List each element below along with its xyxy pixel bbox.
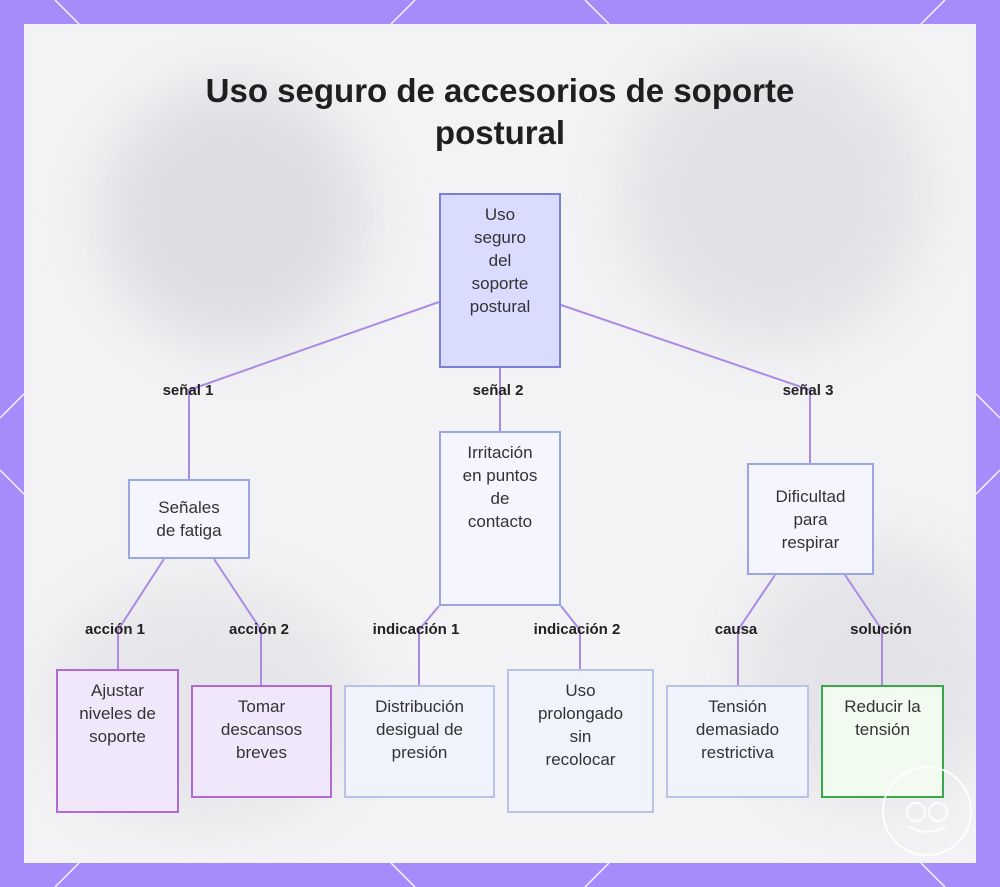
connector-fatigue-action-1: [117, 558, 165, 669]
node-short-breaks[interactable]: Tomar descansos breves: [191, 685, 332, 798]
node-line: Uso: [565, 681, 596, 700]
node-line: descansos: [220, 720, 303, 739]
root-node-line: del: [488, 251, 512, 270]
node-prolonged-use[interactable]: Uso prolongado sin recolocar: [507, 669, 654, 813]
edge-label-signal-2: señal 2: [472, 382, 524, 399]
node-line: Reducir la: [844, 697, 921, 716]
diagram-title: Uso seguro de accesorios de soporte post…: [0, 70, 1000, 154]
node-adjust-support-text: Ajustar niveles de soporte: [79, 679, 156, 748]
node-line: Dificultad: [775, 486, 846, 506]
node-breathing-difficulty[interactable]: Dificultad para respirar: [747, 463, 874, 575]
node-line: tensión: [855, 720, 910, 739]
node-uneven-pressure-text: Distribución desigual de presión: [375, 695, 464, 764]
node-excessive-tension-text: Tensión demasiado restrictiva: [696, 695, 779, 764]
node-line: en puntos: [462, 466, 538, 485]
logo-icon: [906, 802, 948, 833]
background-blur: [624, 44, 924, 344]
title-line-1: Uso seguro de accesorios de soporte: [205, 72, 795, 109]
node-line: de: [490, 489, 510, 508]
node-prolonged-use-text: Uso prolongado sin recolocar: [538, 679, 623, 771]
root-node-line: Uso: [484, 205, 516, 224]
connector-breathing-cause: [737, 574, 776, 685]
node-contact-irritation-text: Irritación en puntos de contacto: [463, 441, 538, 533]
edge-label-action-1: acción 1: [84, 621, 146, 638]
node-line: presión: [391, 743, 448, 762]
connector-fatigue-action-2: [213, 558, 262, 685]
connector-irritation-indication-1: [418, 605, 440, 685]
node-line: restrictiva: [701, 743, 774, 762]
node-line: para: [793, 509, 828, 529]
background-blur: [104, 84, 364, 344]
connector-root-signal-1: [188, 301, 440, 479]
node-line: respirar: [781, 532, 840, 552]
root-node-line: postural: [469, 297, 531, 316]
node-line: contacto: [467, 512, 533, 531]
node-line: desigual de: [376, 720, 463, 739]
edge-label-indication-2: indicación 2: [533, 621, 621, 638]
node-reduce-tension-text: Reducir la tensión: [844, 695, 921, 741]
node-excessive-tension[interactable]: Tensión demasiado restrictiva: [666, 685, 809, 798]
edge-label-cause: causa: [714, 621, 758, 638]
node-line: Tomar: [237, 697, 286, 716]
root-node[interactable]: Uso seguro del soporte postural: [439, 193, 561, 368]
node-line: demasiado: [695, 720, 780, 739]
node-line: breves: [235, 743, 288, 762]
node-line: sin: [569, 727, 592, 746]
node-fatigue-signs[interactable]: Señales de fatiga: [128, 479, 250, 559]
node-line: soporte: [89, 727, 146, 746]
node-adjust-support[interactable]: Ajustar niveles de soporte: [56, 669, 179, 813]
node-line: Distribución: [375, 697, 464, 716]
node-line: prolongado: [537, 704, 624, 723]
node-line: niveles de: [79, 704, 156, 723]
connector-breathing-solution: [844, 574, 883, 685]
edge-label-action-2: acción 2: [228, 621, 290, 638]
title-line-2: postural: [434, 114, 566, 151]
node-uneven-pressure[interactable]: Distribución desigual de presión: [344, 685, 495, 798]
node-breathing-difficulty-text: Dificultad para respirar: [776, 485, 846, 554]
node-line: Ajustar: [91, 681, 144, 700]
edge-label-indication-1: indicación 1: [372, 621, 460, 638]
connector-irritation-indication-2: [560, 605, 581, 669]
root-node-line: soporte: [471, 274, 529, 293]
edge-label-signal-1: señal 1: [162, 382, 214, 399]
node-line: de fatiga: [156, 521, 222, 540]
connector-root-signal-3: [560, 304, 811, 463]
edge-label-solution: solución: [850, 621, 912, 638]
node-line: Irritación: [467, 443, 533, 462]
node-line: recolocar: [545, 750, 616, 769]
node-fatigue-signs-text: Señales de fatiga: [156, 496, 221, 542]
watermark-logo: [882, 766, 972, 856]
node-line: Tensión: [708, 697, 767, 716]
root-node-line: seguro: [474, 228, 526, 247]
node-short-breaks-text: Tomar descansos breves: [221, 695, 302, 764]
edge-label-signal-3: señal 3: [782, 382, 834, 399]
node-line: Señales: [158, 498, 220, 517]
root-node-text: Uso seguro del soporte postural: [470, 203, 530, 318]
node-contact-irritation[interactable]: Irritación en puntos de contacto: [439, 431, 561, 606]
